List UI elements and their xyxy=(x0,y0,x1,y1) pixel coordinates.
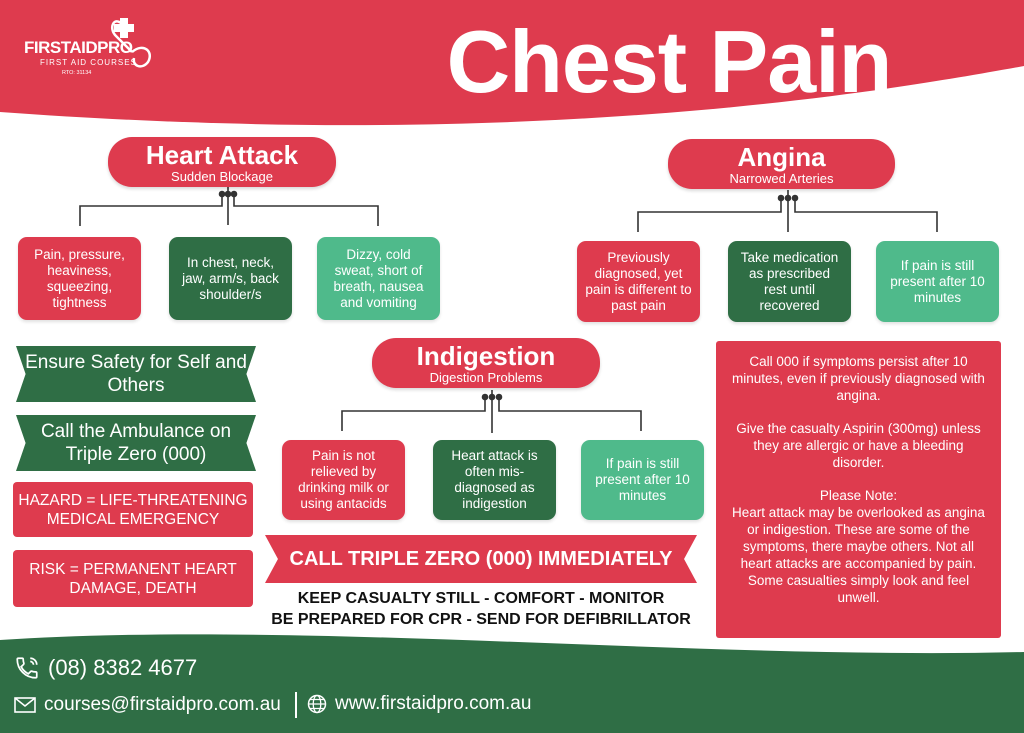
ensure-safety-banner: Ensure Safety for Self and Others xyxy=(16,346,256,402)
email-address[interactable]: courses@firstaidpro.com.au xyxy=(44,694,281,715)
call-ambulance-banner: Call the Ambulance on Triple Zero (000) xyxy=(16,415,256,471)
angina-title: Angina xyxy=(737,142,826,172)
heart-cross-logo-icon xyxy=(111,18,151,68)
brand-rto: RTO: 31134 xyxy=(62,70,92,76)
indigestion-persist-box: If pain is still present after 10 minute… xyxy=(581,440,704,520)
info-call-000: Call 000 if symptoms persist after 10 mi… xyxy=(732,354,985,403)
info-aspirin: Give the casualty Aspirin (300mg) unless… xyxy=(736,421,981,470)
heart-attack-pill: Heart Attack Sudden Blockage xyxy=(108,137,336,187)
page-title: Chest Pain xyxy=(446,12,893,111)
phone-icon xyxy=(16,657,38,679)
instructions-line-1: KEEP CASUALTY STILL - COMFORT - MONITOR xyxy=(297,590,665,607)
risk-box: RISK = PERMANENT HEART DAMAGE, DEATH xyxy=(13,550,253,607)
angina-pill: Angina Narrowed Arteries xyxy=(668,139,895,189)
hazard-box: HAZARD = LIFE-THREATENING MEDICAL EMERGE… xyxy=(13,482,253,537)
globe-icon xyxy=(307,694,327,714)
info-note-title: Please Note: xyxy=(819,488,898,503)
indigestion-title: Indigestion xyxy=(416,341,556,371)
email-contact: courses@firstaidpro.com.au xyxy=(14,694,281,716)
instructions-line-2: BE PREPARED FOR CPR - SEND FOR DEFIBRILL… xyxy=(271,611,691,628)
indigestion-misdiagnosed-box: Heart attack is often mis-diagnosed as i… xyxy=(433,440,556,520)
brand-logo: FIRSTAIDPRO FIRST AID COURSES RTO: 31134 xyxy=(24,38,137,76)
angina-diagnosed-box: Previously diagnosed, yet pain is differ… xyxy=(577,241,700,322)
footer-divider xyxy=(295,692,297,718)
info-note-text: Heart attack may be overlooked as angina… xyxy=(732,505,985,605)
info-box: Call 000 if symptoms persist after 10 mi… xyxy=(716,341,1001,638)
indigestion-antacid-box: Pain is not relieved by drinking milk or… xyxy=(282,440,405,520)
phone-number[interactable]: (08) 8382 4677 xyxy=(48,655,198,680)
heart-attack-symptom-box: Pain, pressure, heaviness, squeezing, ti… xyxy=(18,237,141,320)
website-url[interactable]: www.firstaidpro.com.au xyxy=(335,693,532,714)
angina-persist-box: If pain is still present after 10 minute… xyxy=(876,241,999,322)
first-aid-instructions: KEEP CASUALTY STILL - COMFORT - MONITOR … xyxy=(258,588,704,630)
angina-subtitle: Narrowed Arteries xyxy=(729,171,834,186)
call-triple-zero-banner: CALL TRIPLE ZERO (000) IMMEDIATELY xyxy=(265,535,697,583)
heart-attack-title: Heart Attack xyxy=(145,140,299,170)
brand-subtitle: FIRST AID COURSES xyxy=(40,58,137,67)
heart-attack-location-box: In chest, neck, jaw, arm/s, back shoulde… xyxy=(169,237,292,320)
website-contact: www.firstaidpro.com.au xyxy=(307,693,531,715)
header-background xyxy=(0,0,1024,126)
indigestion-pill: Indigestion Digestion Problems xyxy=(372,338,600,388)
heart-attack-other-symptoms-box: Dizzy, cold sweat, short of breath, naus… xyxy=(317,237,440,320)
mail-icon xyxy=(14,697,36,713)
phone-contact: (08) 8382 4677 xyxy=(14,655,197,681)
heart-attack-subtitle: Sudden Blockage xyxy=(171,169,273,184)
brand-name: FIRSTAIDPRO xyxy=(24,38,133,57)
angina-medication-box: Take medication as prescribed rest until… xyxy=(728,241,851,322)
indigestion-subtitle: Digestion Problems xyxy=(429,370,543,385)
